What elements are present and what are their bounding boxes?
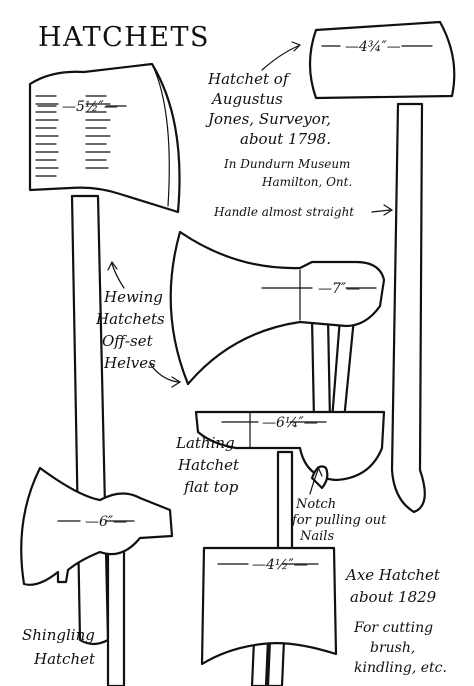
measure-lathing: —6¼″— [262, 415, 318, 431]
measure-hewing-left: —5½″— [62, 99, 118, 115]
axe-use-label: For cutting brush, kindling, etc. [353, 620, 447, 676]
shingling-label: Shingling Hatchet [22, 626, 100, 668]
hewing-arrow-right [149, 363, 179, 383]
augustus-jones-hatchet: —4¾″— [261, 20, 456, 514]
hewing-label: Hewing Hatchets Off-set Helves [95, 288, 170, 372]
handle-note-arrow [371, 209, 391, 213]
page-title: HATCHETS [38, 22, 210, 53]
hewing-arrow-up [111, 263, 125, 289]
notch-arrow [309, 469, 319, 495]
measure-augustus: —4¾″— [345, 39, 401, 55]
axe-hatchet: —4½″— [200, 546, 338, 686]
measure-shingling: —6″— [85, 514, 127, 530]
lathing-label: Lathing Hatchet flat top [175, 434, 244, 496]
measure-axe-hatchet: —4½″— [252, 557, 308, 573]
measure-hewing-right: —7″— [318, 281, 360, 297]
hewing-hatchet-right: —7″— [169, 230, 386, 422]
augustus-label: Hatchet of Augustus Jones, Surveyor, abo… [205, 70, 336, 148]
notch-label: Notch for pulling out Nails [291, 497, 391, 544]
handle-note: Handle almost straight [213, 205, 354, 219]
shingling-hatchet: —6″— [20, 466, 174, 686]
museum-label: In Dundurn Museum Hamilton, Ont. [223, 157, 354, 189]
axe-hatchet-label: Axe Hatchet about 1829 [344, 566, 445, 606]
